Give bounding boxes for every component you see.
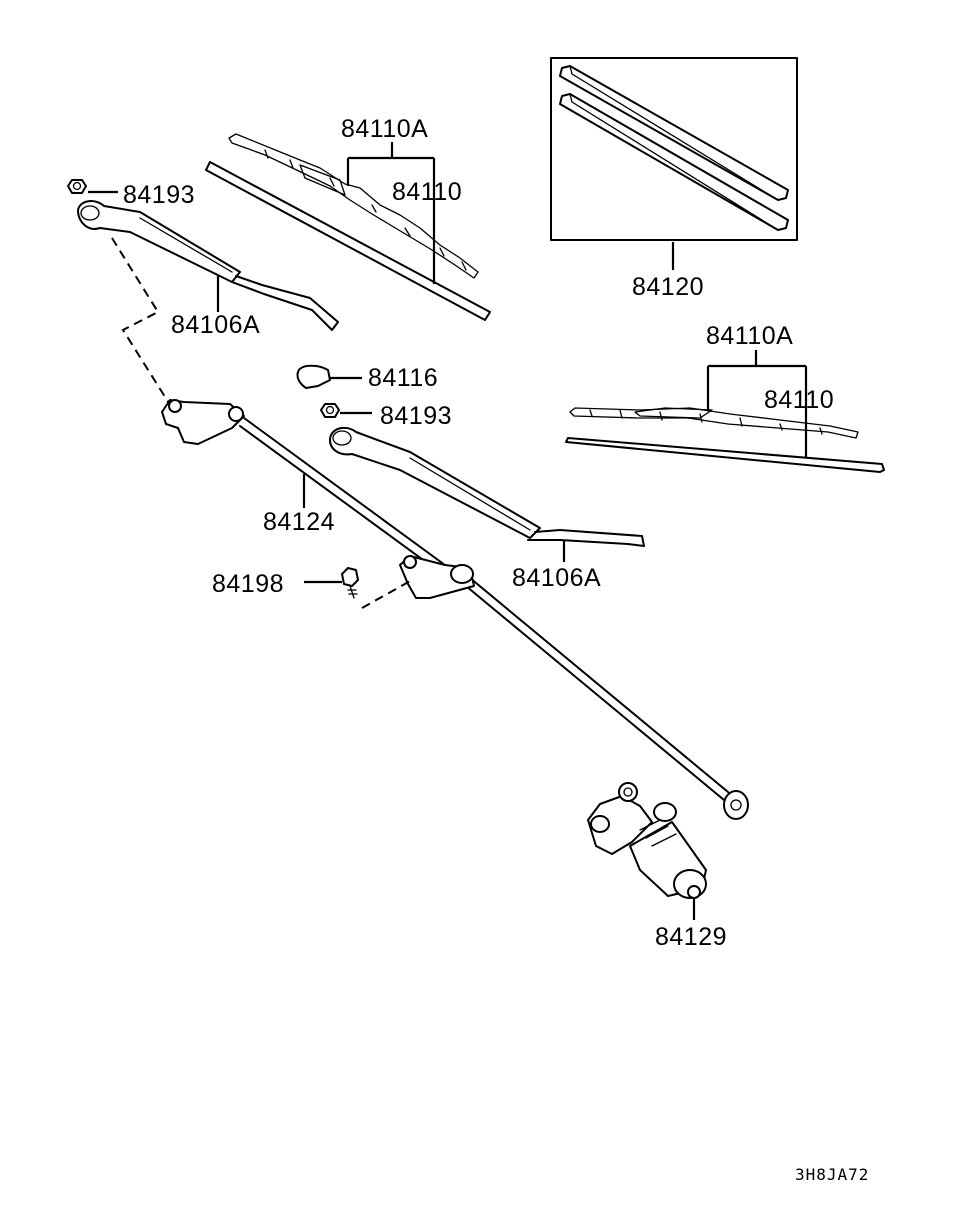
wiper-motor: [587, 782, 707, 899]
wiper-blade-assembly-top: [205, 133, 491, 321]
dashed-line-arm-to-pivot: [111, 237, 173, 409]
label-84110A-top: 84110A: [341, 115, 428, 143]
label-84116: 84116: [368, 364, 438, 392]
label-84110A-right: 84110A: [706, 322, 793, 350]
label-84120: 84120: [632, 273, 704, 301]
link-rod: [239, 417, 749, 820]
label-84193-mid: 84193: [380, 402, 452, 430]
leader-lines: [88, 142, 808, 920]
dashed-line-bolt: [361, 579, 413, 609]
label-84193-top: 84193: [123, 181, 195, 209]
pivot-left: [161, 399, 245, 445]
label-84110-right: 84110: [764, 386, 834, 414]
wiper-blade-assembly-right: [565, 407, 885, 473]
refill-set-box: [550, 57, 798, 241]
label-84129: 84129: [655, 923, 727, 951]
label-84106A-right: 84106A: [512, 564, 601, 592]
label-84198: 84198: [212, 570, 284, 598]
pivot-right: [399, 555, 475, 599]
label-84106A-left: 84106A: [171, 311, 260, 339]
drawing-code: 3H8JA72: [795, 1165, 869, 1184]
wiper-arm-left: [77, 200, 339, 331]
wiper-arm-right: [329, 426, 645, 547]
label-84110-top: 84110: [392, 178, 462, 206]
cap-84116: [296, 364, 331, 389]
part-labels: 84110A 84110 84193 84106A 84120 84110A 8…: [123, 115, 869, 1184]
nut-84193-top: [67, 179, 87, 194]
label-84124: 84124: [263, 508, 335, 536]
bolt-84198: [341, 567, 359, 599]
nut-84193-mid: [320, 403, 340, 418]
